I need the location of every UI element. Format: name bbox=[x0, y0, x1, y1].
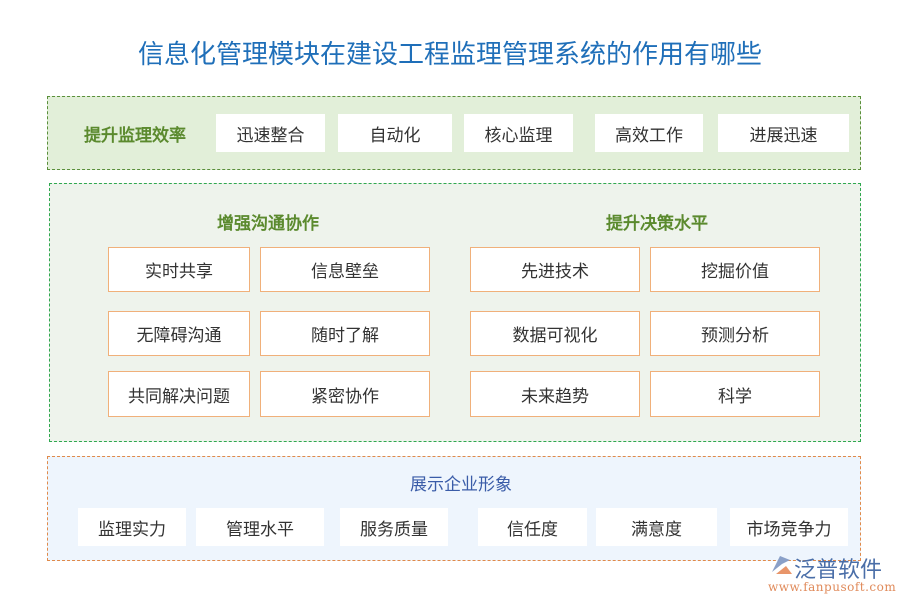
decision-item: 科学 bbox=[650, 371, 820, 417]
logo-name: 泛普软件 bbox=[794, 558, 883, 583]
collab-item: 信息壁垒 bbox=[260, 247, 430, 292]
image-item: 满意度 bbox=[596, 508, 717, 546]
section-efficiency-label: 提升监理效率 bbox=[84, 126, 186, 146]
decision-heading: 提升决策水平 bbox=[606, 214, 708, 234]
image-item: 市场竞争力 bbox=[730, 508, 848, 546]
efficiency-item: 迅速整合 bbox=[216, 114, 325, 152]
image-item: 服务质量 bbox=[340, 508, 448, 546]
efficiency-item: 高效工作 bbox=[595, 114, 703, 152]
decision-item: 挖掘价值 bbox=[650, 247, 820, 292]
decision-item: 先进技术 bbox=[470, 247, 640, 292]
efficiency-item: 核心监理 bbox=[464, 114, 573, 152]
image-heading: 展示企业形象 bbox=[410, 475, 512, 495]
logo-url: www.fanpusoft.com bbox=[768, 580, 897, 594]
image-item: 信任度 bbox=[478, 508, 587, 546]
image-item: 监理实力 bbox=[78, 508, 186, 546]
collab-item: 实时共享 bbox=[108, 247, 250, 292]
decision-item: 预测分析 bbox=[650, 311, 820, 356]
collab-item: 共同解决问题 bbox=[108, 371, 250, 417]
decision-item: 未来趋势 bbox=[470, 371, 640, 417]
efficiency-item: 进展迅速 bbox=[718, 114, 849, 152]
image-item: 管理水平 bbox=[196, 508, 324, 546]
efficiency-item: 自动化 bbox=[338, 114, 452, 152]
collab-heading: 增强沟通协作 bbox=[217, 214, 319, 234]
collab-item: 紧密协作 bbox=[260, 371, 430, 417]
fanpu-logo: 泛普软件 www.fanpusoft.com bbox=[768, 552, 897, 598]
decision-item: 数据可视化 bbox=[470, 311, 640, 356]
logo-icon bbox=[772, 556, 792, 574]
collab-item: 无障碍沟通 bbox=[108, 311, 250, 356]
collab-item: 随时了解 bbox=[260, 311, 430, 356]
page-title: 信息化管理模块在建设工程监理管理系统的作用有哪些 bbox=[137, 40, 762, 70]
